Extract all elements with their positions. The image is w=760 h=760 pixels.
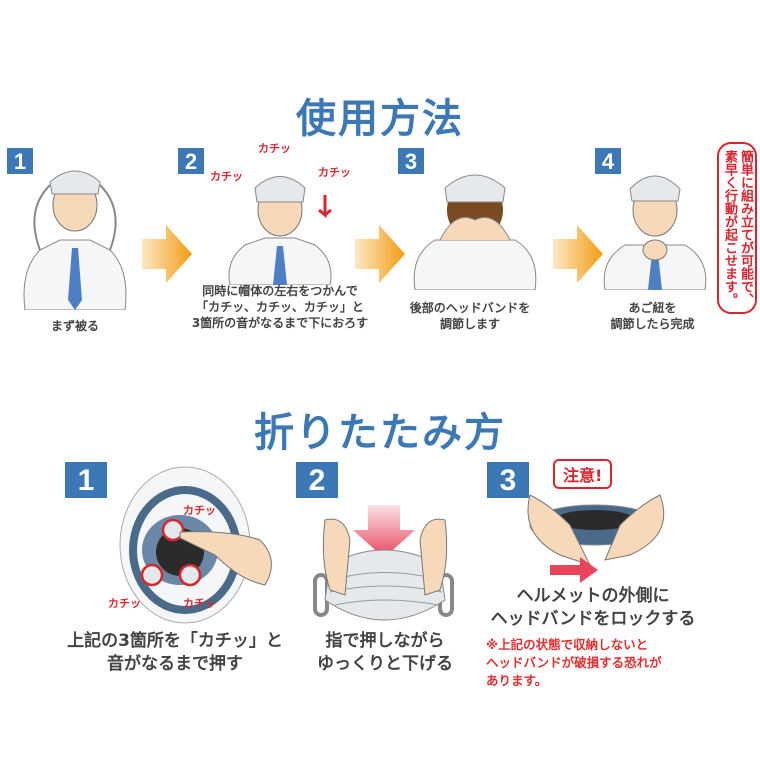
headband-lock-illustration bbox=[527, 494, 665, 583]
folding-step-1-badge: 1 bbox=[65, 462, 107, 498]
callout-bubble bbox=[717, 142, 757, 314]
helmet-interior-press-points-illustration bbox=[119, 466, 272, 624]
folding-step-3-caption: ヘルメットの外側に ヘッドバンドをロックする bbox=[490, 586, 696, 629]
person-adjusting-headband-illustration bbox=[413, 174, 537, 290]
person-putting-on-helmet-illustration bbox=[23, 170, 127, 310]
usage-step-4-badge: 4 bbox=[595, 148, 621, 174]
click-sound-label: カチッ bbox=[318, 166, 351, 179]
arrow-right-icon bbox=[553, 225, 603, 283]
usage-step-4-caption: あご紐を 調節したら完成 bbox=[610, 301, 695, 332]
arrow-right-icon bbox=[355, 225, 405, 283]
click-sound-label: カチッ bbox=[108, 597, 141, 610]
hands-pressing-helmet-down-illustration bbox=[313, 505, 454, 621]
usage-step-1-badge: 1 bbox=[7, 148, 33, 174]
folding-step-2-badge: 2 bbox=[296, 462, 338, 498]
click-sound-label: カチッ bbox=[210, 170, 243, 183]
click-sound-label: カチッ bbox=[183, 504, 216, 517]
usage-step-2-badge: 2 bbox=[178, 148, 204, 174]
arrow-right-icon bbox=[142, 225, 192, 283]
usage-step-1-caption: まず被る bbox=[50, 319, 99, 333]
folding-step-3-badge: 3 bbox=[487, 462, 529, 498]
usage-step-3-caption: 後部のヘッドバンドを 調節します bbox=[409, 301, 531, 332]
person-completed-illustration bbox=[603, 175, 707, 290]
usage-title: 使用方法 bbox=[296, 96, 464, 142]
folding-step-2-caption: 指で押しながら ゆっくりと下げる bbox=[317, 631, 453, 674]
usage-step-2-caption: 同時に帽体の左右をつかんで 「カチッ、カチッ、カチッ」と 3箇所の音がなるまで下… bbox=[191, 284, 369, 331]
folding-step-1-caption: 上記の3箇所を「カチッ」と 音がなるまで押す bbox=[67, 631, 283, 674]
warning-label: 注意! bbox=[553, 459, 613, 489]
callout-text: 簡単に組み立てが可能で、 素早く行動が起こせます。 bbox=[722, 150, 753, 306]
folding-title: 折りたたみ方 bbox=[254, 410, 506, 456]
usage-step-3-badge: 3 bbox=[398, 148, 424, 174]
folding-warning-note: ※上記の状態で収納しないと ヘッドバンドが破損する恐れが あります。 bbox=[486, 637, 662, 689]
click-sound-label: カチッ bbox=[258, 142, 291, 155]
click-sound-label: カチッ bbox=[183, 597, 216, 610]
person-pulling-helmet-down-illustration bbox=[228, 176, 332, 285]
